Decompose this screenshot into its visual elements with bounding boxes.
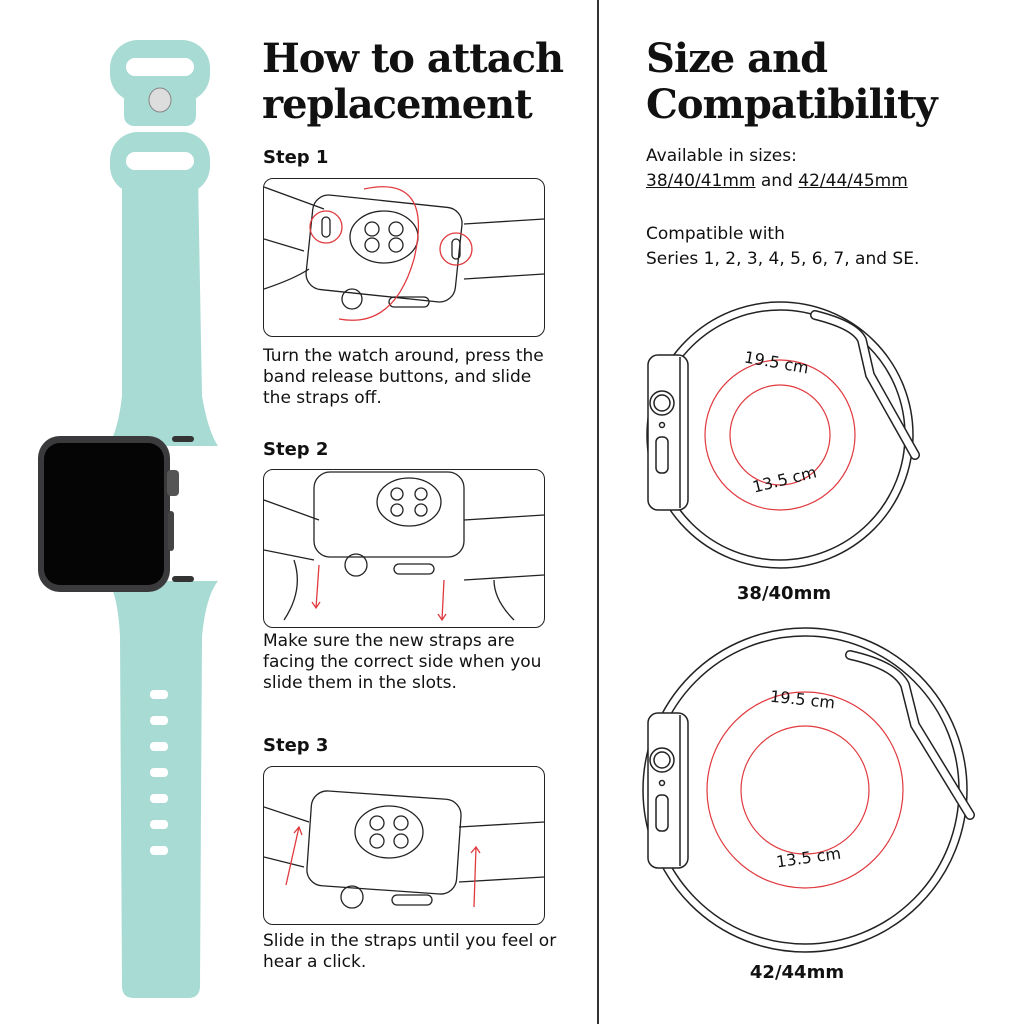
step-2-illustration [263, 469, 545, 628]
step-1-text: Turn the watch around, press the band re… [263, 346, 544, 408]
compat-line2: Series 1, 2, 3, 4, 5, 6, 7, and SE. [646, 249, 920, 269]
compat-line1: Compatible with [646, 224, 785, 244]
size-small-link: 38/40/41mm [646, 171, 756, 191]
attach-title-line1: How to attach [262, 35, 564, 82]
step-3-text: Slide in the straps until you feel or he… [263, 931, 557, 972]
step-1-illustration [263, 178, 545, 337]
step-1-label: Step 1 [263, 147, 329, 168]
step-2-text: Make sure the new straps are facing the … [263, 631, 542, 693]
size-large-link: 42/44/45mm [798, 171, 908, 191]
and-word: and [760, 171, 793, 191]
attach-title: How to attach replacement [262, 35, 564, 128]
small-size-label: 38/40mm [736, 583, 832, 604]
step-3-illustration [263, 766, 545, 925]
sizes-info: Available in sizes: 38/40/41mm and 42/44… [646, 146, 1006, 192]
step-3-label: Step 3 [263, 735, 329, 756]
step-2-label: Step 2 [263, 439, 329, 460]
watch-band-photo [38, 40, 218, 998]
column-divider [597, 0, 599, 1024]
size-diagram-small [646, 301, 920, 569]
size-title-line1: Size and [646, 35, 828, 82]
large-size-label: 42/44mm [749, 962, 845, 983]
compat-info: Compatible with Series 1, 2, 3, 4, 5, 6,… [646, 224, 1006, 270]
available-label: Available in sizes: [646, 146, 797, 166]
size-diagram-large [642, 627, 975, 953]
attach-title-line2: replacement [262, 81, 533, 128]
size-title: Size and Compatibility [646, 35, 938, 128]
size-title-line2: Compatibility [646, 81, 938, 128]
